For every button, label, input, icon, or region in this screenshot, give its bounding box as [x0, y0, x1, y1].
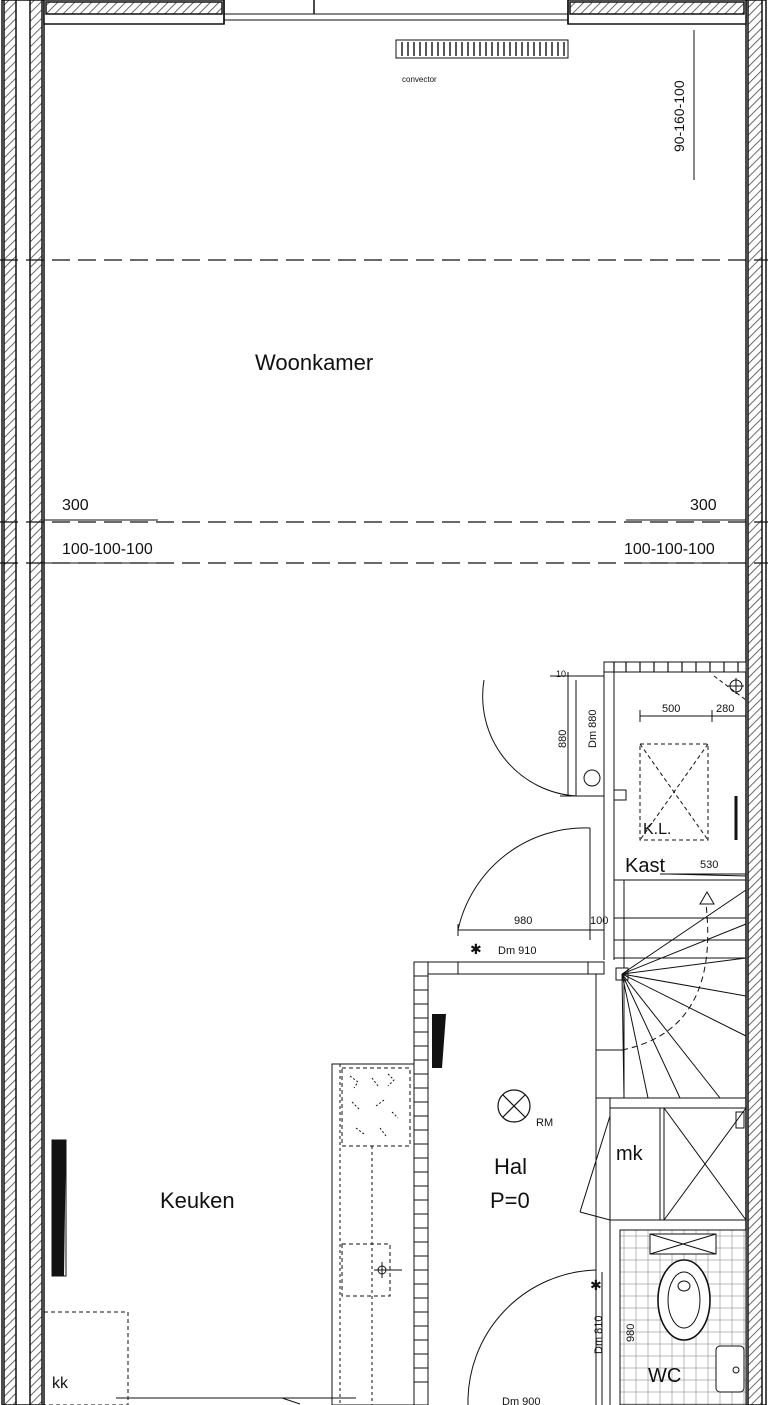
dim-280: 280 [716, 703, 734, 715]
hal-walls [413, 961, 611, 1405]
dm-880-label: Dm 880 [587, 709, 599, 748]
room-label-keuken: Keuken [160, 1188, 235, 1213]
hal-outlet [432, 1014, 446, 1068]
left-width-label: 300 [62, 497, 89, 514]
dm-810-label: Dm 810 [593, 1315, 605, 1354]
right-sizes-label: 100-100-100 [624, 541, 715, 558]
dashed-lines [0, 259, 768, 564]
room-label-kk: kk [52, 1375, 69, 1392]
right-width-label: 300 [690, 497, 717, 514]
dm-910-label: Dm 910 [498, 945, 537, 957]
convector: convector [395, 39, 569, 84]
door-910 [457, 827, 604, 940]
room-label-mk: mk [616, 1143, 644, 1165]
window-code-right-label: 90-160-100 [671, 80, 687, 152]
keuken-outlet [52, 1140, 66, 1276]
room-label-woonkamer: Woonkamer [255, 350, 373, 375]
door-880 [482, 672, 627, 801]
room-label-hal: Hal [494, 1154, 527, 1179]
rm-label: RM [536, 1117, 553, 1129]
mk-block [579, 1107, 747, 1221]
convector-label: convector [402, 75, 437, 84]
right-window-dims: 300 100-100-100 [624, 497, 746, 564]
window-code-right: 90-160-100 [671, 30, 695, 180]
dim-10: 10 [556, 669, 566, 679]
bottom-lines [116, 1397, 356, 1405]
left-sizes-label: 100-100-100 [62, 541, 153, 558]
room-label-kl: K.L. [643, 821, 671, 838]
dm-900-label: Dm 900 [502, 1396, 541, 1405]
wc-door [467, 1269, 603, 1405]
hal-level-label: P=0 [490, 1188, 530, 1213]
kk-box [43, 1311, 129, 1405]
dim-100: 100 [590, 915, 608, 927]
room-label-kast: Kast [625, 855, 665, 877]
rm-lamp-icon [497, 1089, 531, 1123]
dim-500: 500 [662, 703, 680, 715]
wc-star: ✱ [590, 1277, 602, 1293]
kitchen-counter [331, 1063, 415, 1405]
dim-980: 980 [514, 915, 532, 927]
left-window-dims: 300 100-100-100 [44, 497, 158, 564]
kast-block [603, 661, 747, 960]
wc-block [619, 1229, 747, 1405]
wc-980-label: 980 [625, 1324, 637, 1342]
staircase [596, 873, 747, 1099]
top-window [224, 13, 568, 21]
dm-910-star: ✱ [470, 941, 482, 957]
dim-530: 530 [700, 859, 718, 871]
room-label-wc: WC [648, 1365, 681, 1387]
door-880-label: 880 [557, 730, 569, 748]
